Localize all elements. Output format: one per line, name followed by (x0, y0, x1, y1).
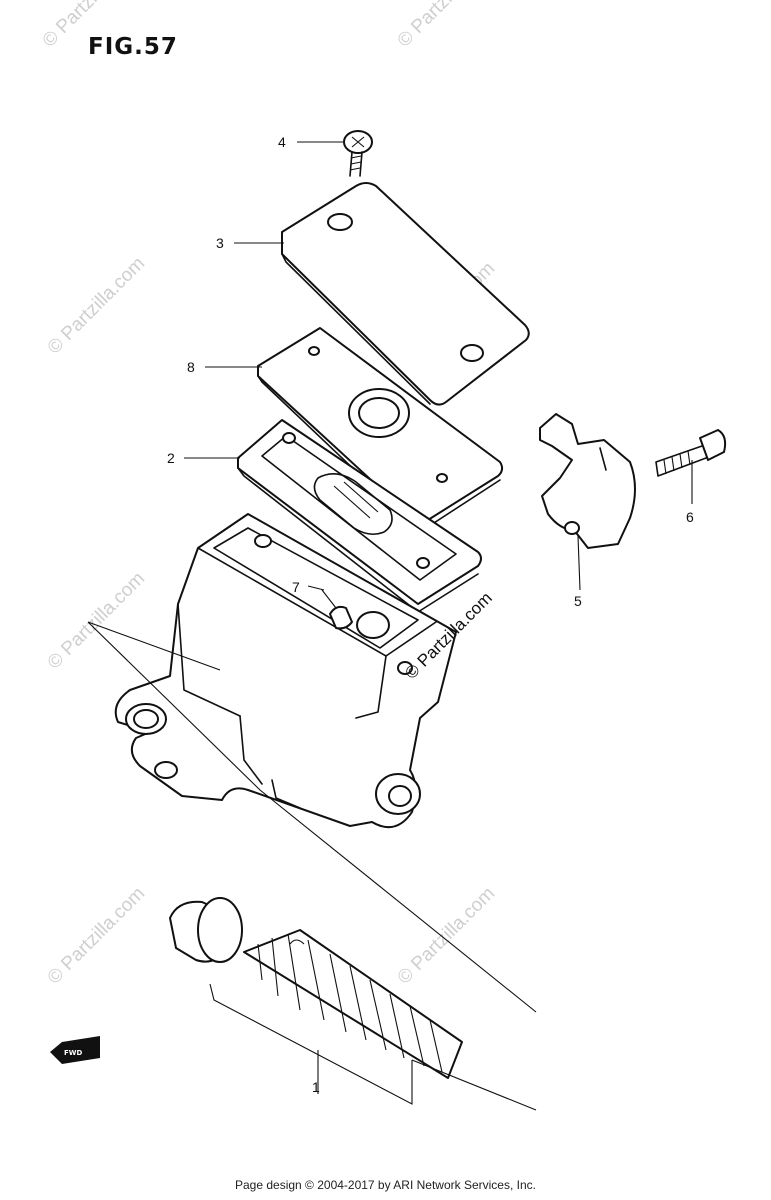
watermark: © Partzilla.com (394, 0, 499, 52)
callout-3: 3 (216, 235, 224, 251)
callout-layer: 4 3 8 2 7 5 6 1 (167, 134, 694, 1095)
part-holder (539, 413, 636, 549)
callout-1: 1 (312, 1079, 320, 1095)
page-footer: Page design © 2004-2017 by ARI Network S… (234, 1178, 536, 1192)
callout-7: 7 (292, 579, 300, 595)
part-master-cylinder-body (87, 513, 537, 1013)
part-reservoir-cap (281, 182, 530, 406)
watermark: © Partzilla.com (44, 883, 149, 988)
callout-2: 2 (167, 450, 175, 466)
fwd-arrow-icon: FWD (50, 1036, 100, 1064)
callout-6: 6 (686, 509, 694, 525)
callout-8: 8 (187, 359, 195, 375)
leader-line-5 (577, 535, 581, 591)
callout-5: 5 (574, 593, 582, 609)
exploded-parts-diagram: © Partzilla.com © Partzilla.com © Partzi… (39, 0, 727, 1111)
part-diaphragm (237, 419, 482, 613)
figure-title: FIG.57 (88, 34, 178, 60)
part-screw (343, 130, 373, 177)
leader-line-7 (307, 585, 325, 591)
fwd-label: FWD (64, 1049, 83, 1057)
part-bleeder-cap (321, 589, 353, 630)
part-bolt (655, 429, 727, 477)
watermark: © Partzilla.com (44, 253, 149, 358)
part-plate (257, 327, 504, 533)
watermark: © Partzilla.com (394, 883, 499, 988)
watermark: © Partzilla.com (44, 568, 149, 673)
callout-4: 4 (278, 134, 286, 150)
part-piston-cup-set (169, 897, 537, 1111)
watermark: © Partzilla.com (39, 0, 144, 52)
